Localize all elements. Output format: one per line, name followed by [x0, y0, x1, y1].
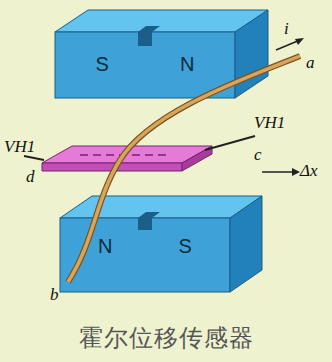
terminal-label: b — [50, 286, 59, 303]
pole-label: N — [98, 235, 112, 258]
terminal-label: c — [254, 146, 262, 163]
voltage-label: VH1 — [4, 138, 35, 155]
terminal-label: a — [306, 54, 315, 71]
terminal-label: d — [26, 168, 35, 185]
magnet-block: NS — [65, 226, 225, 266]
current-label: i — [284, 20, 289, 37]
displacement-label: Δx — [300, 162, 318, 179]
pole-label: N — [180, 53, 194, 76]
caption: 霍尔位移传感器 — [0, 322, 332, 354]
magnet-block: SN — [60, 44, 230, 84]
pole-label: S — [179, 235, 192, 258]
voltage-label: VH1 — [254, 114, 285, 131]
pole-label: S — [96, 53, 109, 76]
